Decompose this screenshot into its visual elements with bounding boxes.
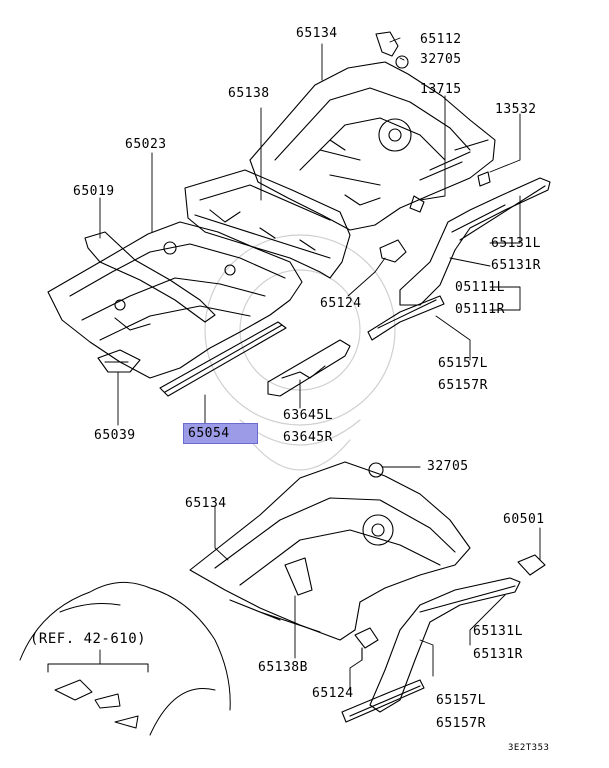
rear-side-member-bottom xyxy=(341,554,546,723)
crossmember-65138 xyxy=(184,169,351,279)
label-13532: 13532 xyxy=(495,102,537,117)
reinforcement-63645 xyxy=(267,339,351,397)
label-65054-highlighted[interactable]: 65054 xyxy=(183,423,258,444)
leader-lines xyxy=(99,37,541,691)
front-floor-pan xyxy=(47,221,303,379)
label-65138b: 65138B xyxy=(258,660,308,675)
label-65131r-top: 65131R xyxy=(491,258,541,273)
label-65131r-bottom: 65131R xyxy=(473,647,523,662)
label-65112: 65112 xyxy=(420,32,462,47)
label-65039: 65039 xyxy=(94,428,136,443)
label-65124-top: 65124 xyxy=(320,296,362,311)
diagram-code: 3E2T353 xyxy=(508,743,550,753)
label-65023: 65023 xyxy=(125,137,167,152)
label-63645r: 63645R xyxy=(283,430,333,445)
label-63645l: 63645L xyxy=(283,408,333,423)
label-65131l-top: 65131L xyxy=(491,236,541,251)
label-05111l: 05111L xyxy=(455,280,505,295)
bracket-65039 xyxy=(97,349,141,373)
rear-floor-pan-bottom xyxy=(189,461,471,641)
label-65157r-top: 65157R xyxy=(438,378,488,393)
label-65157l-bottom: 65157L xyxy=(436,693,486,708)
car-outline xyxy=(19,581,231,736)
reference-note: (REF. 42-610) xyxy=(30,631,147,647)
label-65124-bottom: 65124 xyxy=(312,686,354,701)
rear-side-member-top xyxy=(367,177,551,341)
label-13715: 13715 xyxy=(420,82,462,97)
label-65131l-bottom: 65131L xyxy=(473,624,523,639)
label-65157l-top: 65157L xyxy=(438,356,488,371)
label-65157r-bottom: 65157R xyxy=(436,716,486,731)
label-32705-bottom: 32705 xyxy=(427,459,469,474)
label-65019: 65019 xyxy=(73,184,115,199)
rear-floor-pan-top xyxy=(249,61,496,231)
label-65134-top: 65134 xyxy=(296,26,338,41)
label-05111r: 05111R xyxy=(455,302,505,317)
label-32705-top: 32705 xyxy=(420,52,462,67)
side-sill-65054 xyxy=(159,321,287,397)
label-60501: 60501 xyxy=(503,512,545,527)
label-65138: 65138 xyxy=(228,86,270,101)
label-65134-bottom: 65134 xyxy=(185,496,227,511)
